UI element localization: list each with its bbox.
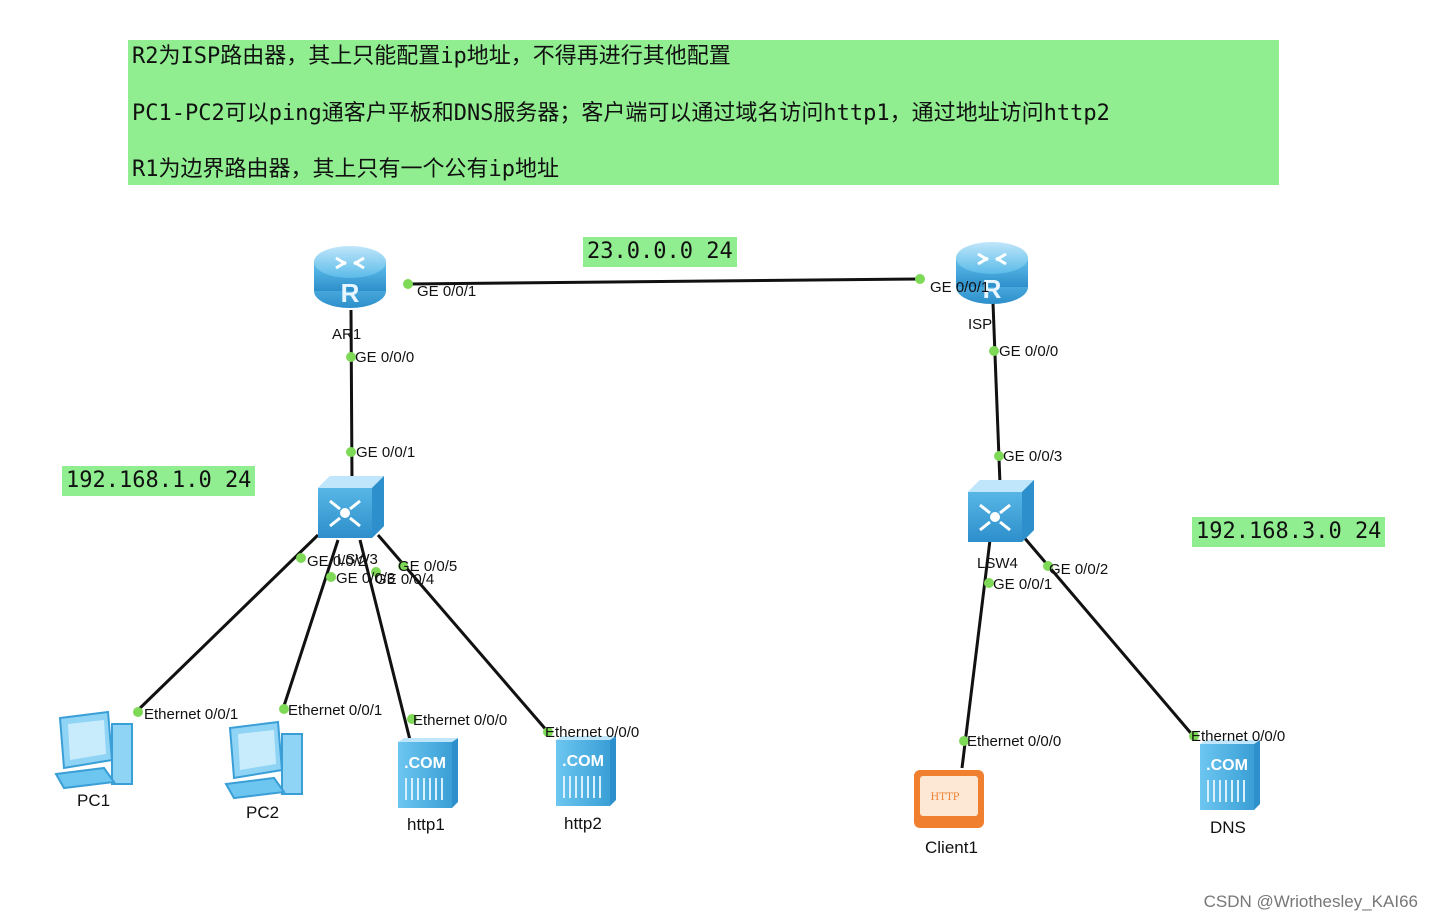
svg-text:.COM: .COM xyxy=(1206,757,1248,774)
link-lsw3-http1 xyxy=(358,539,412,741)
http2-server-icon[interactable]: .COM xyxy=(556,736,616,806)
port-label-isp-ge000: GE 0/0/0 xyxy=(999,343,1058,360)
wan-network-label: 23.0.0.0 24 xyxy=(583,237,737,267)
router-ar1-icon[interactable]: R xyxy=(314,246,386,308)
dns-server-icon[interactable]: .COM xyxy=(1200,740,1260,810)
port-dots xyxy=(133,274,1199,746)
port-label-isp-ge001: GE 0/0/1 xyxy=(930,279,989,296)
port-label-lsw3-ge001: GE 0/0/1 xyxy=(356,444,415,461)
pc1-icon[interactable] xyxy=(54,710,133,790)
port-label-http1-eth: Ethernet 0/0/0 xyxy=(413,712,507,729)
port-label-lsw3-ge004: GE 0/0/4 xyxy=(375,571,434,588)
requirements-box: R2为ISP路由器，其上只能配置ip地址，不得再进行其他配置 PC1-PC2可以… xyxy=(128,40,1279,185)
port-label-ar1-ge000: GE 0/0/0 xyxy=(355,349,414,366)
port-label-lsw4-ge001: GE 0/0/1 xyxy=(993,576,1052,593)
svg-text:HTTP: HTTP xyxy=(931,792,960,803)
link-ar1-isp xyxy=(407,277,921,286)
lsw3-label: LSW3 xyxy=(337,551,378,568)
router-isp-icon[interactable]: R xyxy=(956,242,1028,304)
svg-text:.COM: .COM xyxy=(404,755,446,772)
port-label-pc1-eth: Ethernet 0/0/1 xyxy=(144,706,238,723)
http2-label: http2 xyxy=(564,814,602,833)
lan-left-network-label: 192.168.1.0 24 xyxy=(62,466,256,496)
port-label-dns-eth: Ethernet 0/0/0 xyxy=(1191,728,1285,745)
client1-icon[interactable]: HTTP xyxy=(914,770,984,828)
port-label-lsw4-ge002: GE 0/0/2 xyxy=(1049,561,1108,578)
requirement-line-2: PC1-PC2可以ping通客户平板和DNS服务器；客户端可以通过域名访问htt… xyxy=(132,101,1110,126)
pc1-label: PC1 xyxy=(77,791,110,810)
port-label-lsw3-ge002: GE 0/0/2 xyxy=(307,553,366,570)
ar1-label: AR1 xyxy=(332,326,361,343)
switch-lsw3-icon[interactable] xyxy=(318,476,384,538)
svg-text:.COM: .COM xyxy=(562,753,604,770)
svg-text:R: R xyxy=(983,274,1002,304)
requirement-line-1: R2为ISP路由器，其上只能配置ip地址，不得再进行其他配置 xyxy=(132,44,731,69)
port-label-pc2-eth: Ethernet 0/0/1 xyxy=(288,702,382,719)
link-lsw3-pc2 xyxy=(281,539,340,710)
port-label-lsw4-ge003: GE 0/0/3 xyxy=(1003,448,1062,465)
link-lsw3-pc1 xyxy=(134,533,320,714)
pc2-icon[interactable] xyxy=(224,720,303,800)
client1-label: Client1 xyxy=(925,838,978,857)
lan-right-network-label: 192.168.3.0 24 xyxy=(1192,517,1386,547)
requirement-line-3: R1为边界路由器，其上只有一个公有ip地址 xyxy=(132,157,559,182)
svg-text:R: R xyxy=(341,278,360,308)
dns-label: DNS xyxy=(1210,818,1246,837)
lsw4-label: LSW4 xyxy=(977,555,1018,572)
port-label-lsw3-ge003: GE 0/0/3 xyxy=(336,570,395,587)
http1-server-icon[interactable]: .COM xyxy=(398,738,458,808)
isp-label: ISP xyxy=(968,316,992,333)
watermark: CSDN @Wriothesley_KAI66 xyxy=(1203,892,1418,911)
link-lsw4-client1 xyxy=(960,539,992,769)
pc2-label: PC2 xyxy=(246,803,279,822)
port-label-lsw3-ge005: GE 0/0/5 xyxy=(398,558,457,575)
port-label-client1-eth: Ethernet 0/0/0 xyxy=(967,733,1061,750)
switch-lsw4-icon[interactable] xyxy=(968,480,1034,542)
port-label-ar1-ge001: GE 0/0/1 xyxy=(417,283,476,300)
port-label-http2-eth: Ethernet 0/0/0 xyxy=(545,724,639,741)
http1-label: http1 xyxy=(407,815,445,834)
